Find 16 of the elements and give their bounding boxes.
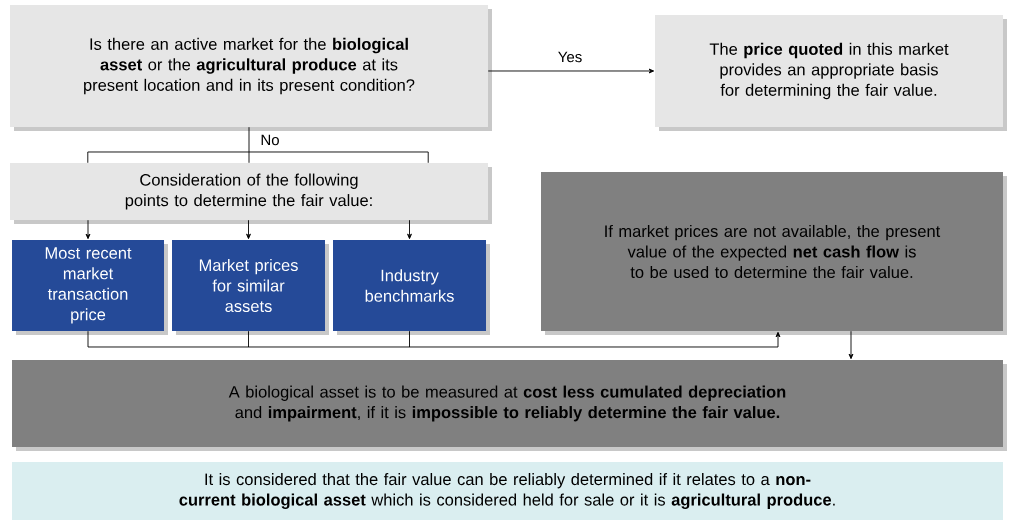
result-box: A biological asset is to be measured at cost less cumulated depreciation and impairment, if it is impossible to reliably determine the fair value.: [12, 360, 1007, 451]
process-box: Consideration of the following points to determine the fair value:: [10, 163, 492, 224]
arrow: [87, 330, 781, 348]
arrow: [407, 219, 412, 240]
option-box: Industry benchmarks: [333, 240, 490, 335]
arrow: [246, 219, 251, 240]
question-box: Is there an active market for the biological asset or the agricultural produce at its present location and in its present condition?: [10, 5, 492, 131]
option-box: Market prices for similar assets: [172, 240, 329, 335]
arrow: [85, 219, 91, 240]
arrow: [487, 68, 655, 74]
arrow: [848, 330, 854, 360]
process-box: If market prices are not available, the present value of the expected net cash flow is to be used to determine the fair value.: [541, 172, 1007, 335]
option-box: Most recent market transaction price: [12, 240, 168, 335]
note-box: It is considered that the fair value can be reliably determined if it relates to a non-current biological asset which is considered held for sale or it is agricultural produce.: [12, 462, 1003, 520]
result-box: The price quoted in this market provides an appropriate basis for determining the fair value.: [655, 15, 1007, 131]
arrow: [87, 126, 429, 164]
